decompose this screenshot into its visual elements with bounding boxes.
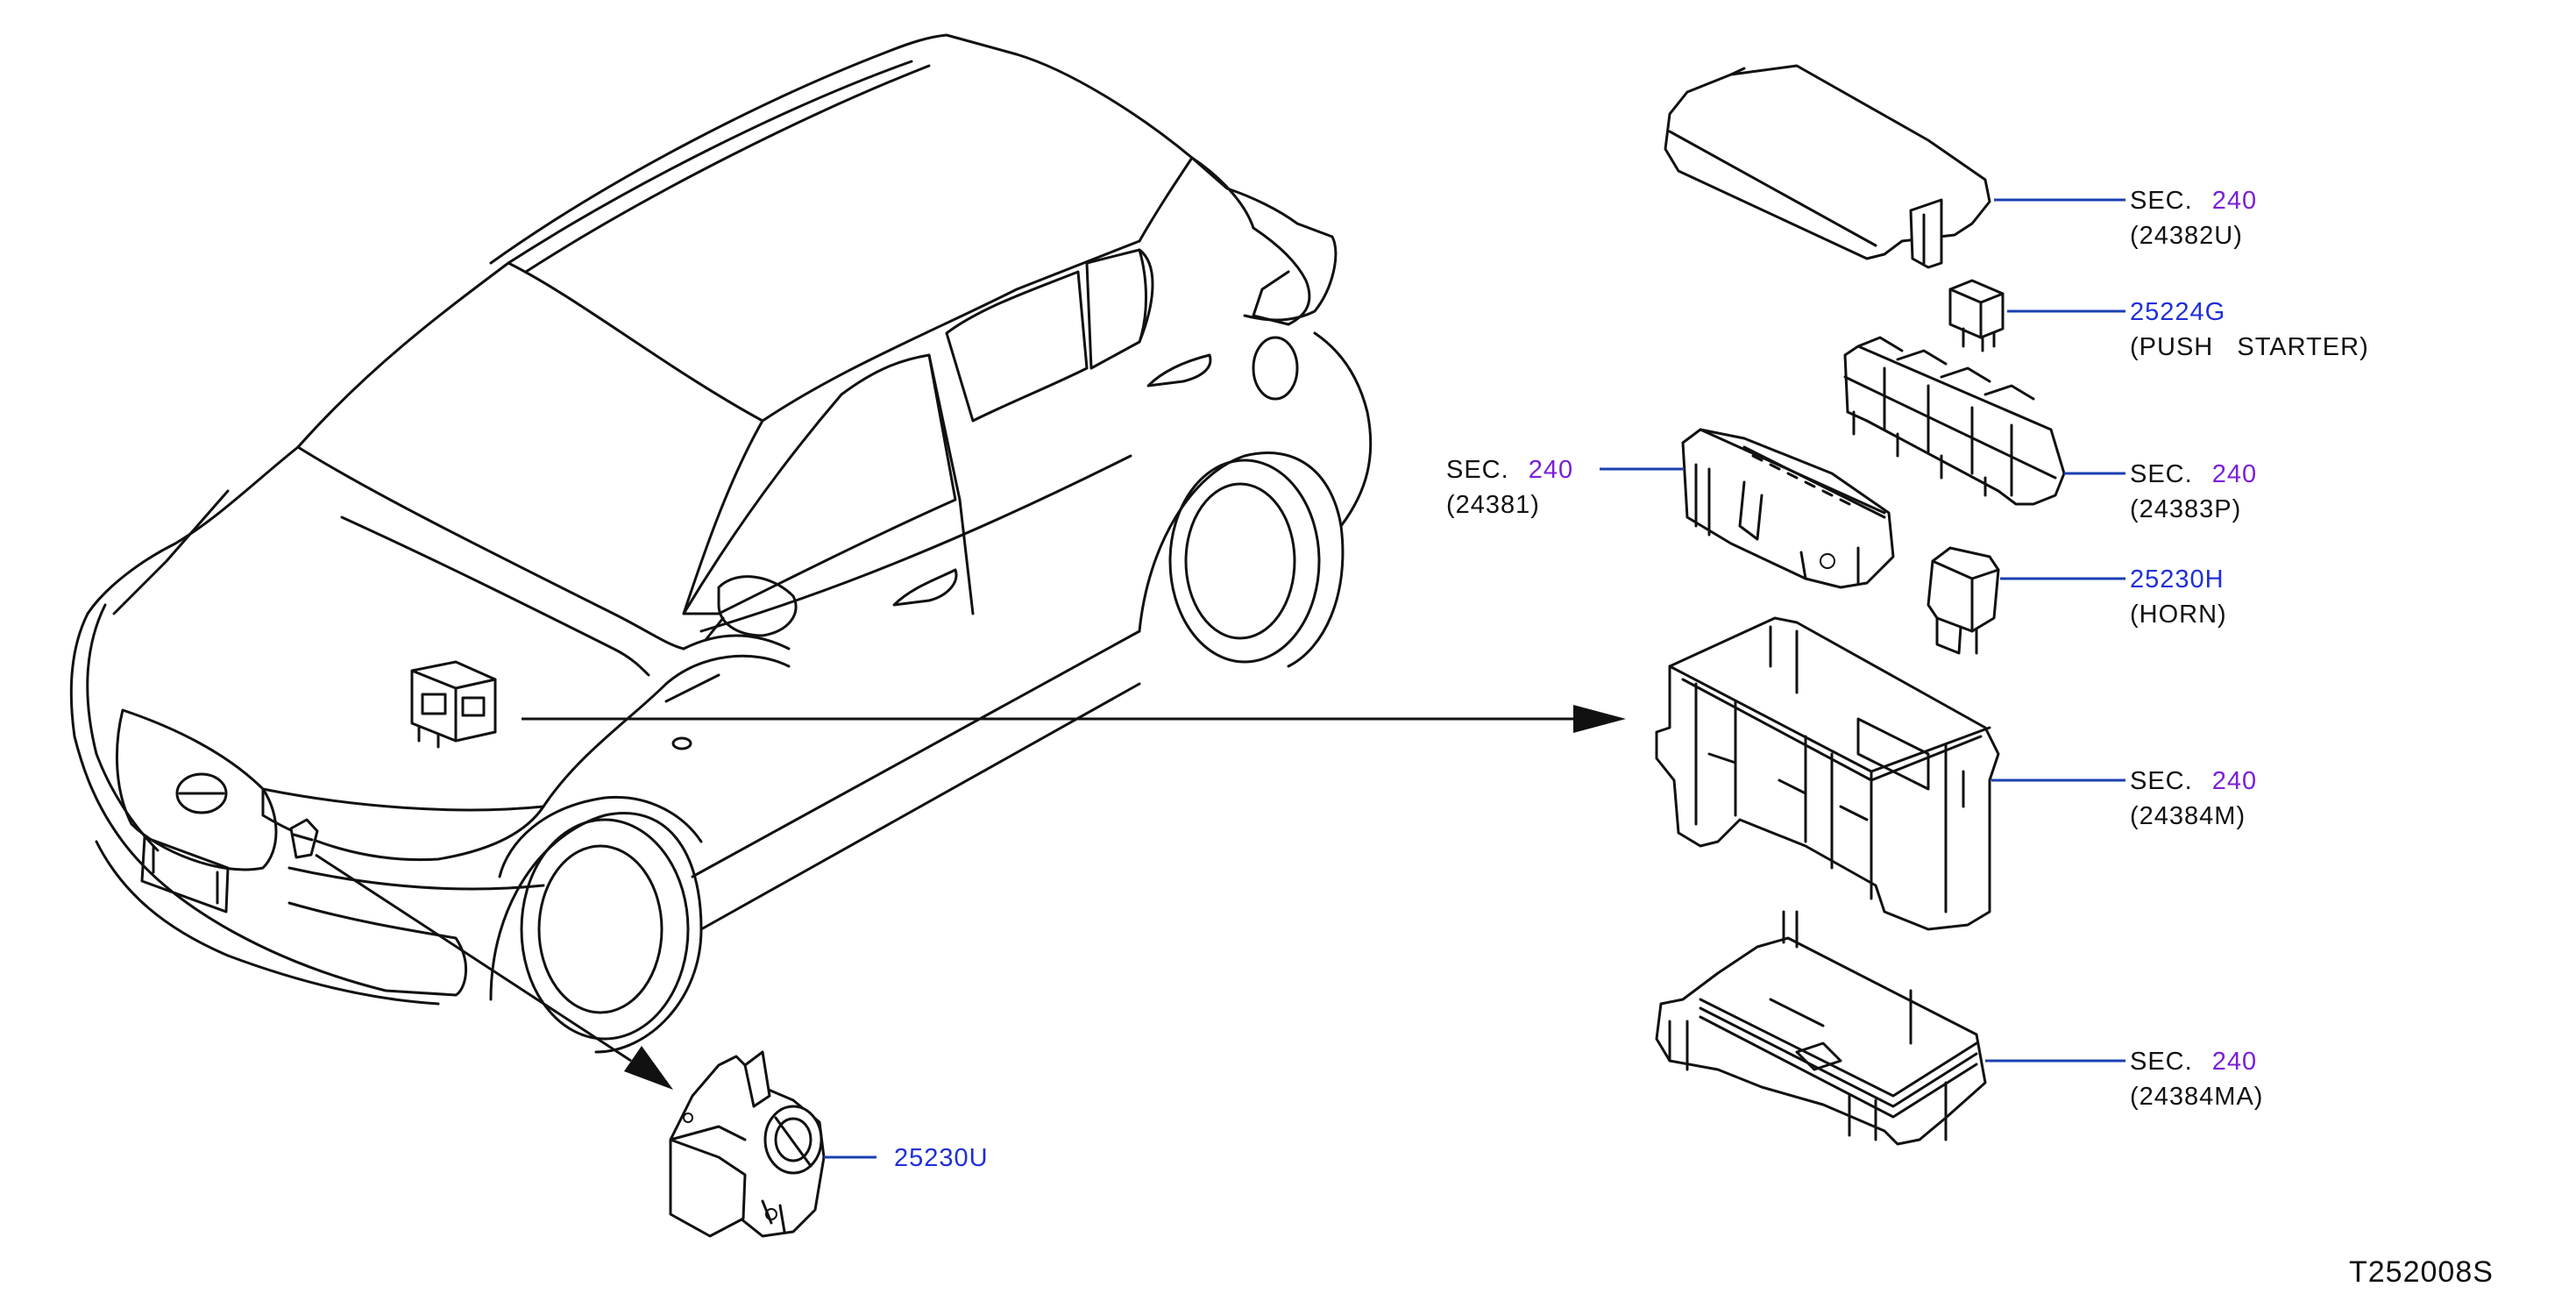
horn-relay-illustration — [1927, 546, 2000, 655]
sec-link[interactable]: 240 — [2212, 187, 2257, 215]
box-lower-illustration — [1655, 910, 1987, 1146]
part-desc: (PUSH STARTER) — [2130, 333, 2369, 361]
callout-cover[interactable]: SEC. 240 (24382U) — [2130, 187, 2257, 250]
sec-prefix: SEC. — [1446, 456, 1509, 484]
relay-on-vehicle — [289, 818, 319, 859]
sec-prefix: SEC. — [2130, 460, 2193, 488]
box-upper-illustration — [1655, 616, 2000, 931]
sec-link[interactable]: 240 — [2212, 1048, 2257, 1076]
sec-prefix: SEC. — [2130, 767, 2193, 795]
part-link[interactable]: 25230H — [2130, 565, 2225, 594]
sec-link[interactable]: 240 — [2212, 767, 2257, 795]
callout-box-lower[interactable]: SEC. 240 (24384MA) — [2130, 1048, 2263, 1111]
part-number: (24384M) — [2130, 802, 2246, 830]
vehicle-illustration — [69, 33, 1373, 1054]
callout-box-upper[interactable]: SEC. 240 (24384M) — [2130, 767, 2257, 830]
part-link[interactable]: 25230U — [894, 1144, 989, 1172]
ipdm-module-on-vehicle — [410, 660, 497, 749]
sec-prefix: SEC. — [2130, 187, 2193, 215]
leader-arrow-to-bracket — [315, 853, 673, 1090]
part-desc: (HORN) — [2130, 601, 2227, 629]
cover-illustration — [1664, 64, 1991, 269]
callout-relay-bracket[interactable]: 25230U — [894, 1144, 989, 1172]
callout-relay-block[interactable]: SEC. 240 (24383P) — [2130, 460, 2257, 523]
leader-lines — [824, 198, 2125, 1159]
part-link[interactable]: 25224G — [2130, 298, 2225, 326]
part-number: (24383P) — [2130, 495, 2241, 523]
svg-text:SEC.240: SEC. 240 — [2130, 187, 2257, 215]
callout-push-starter-relay[interactable]: 25224G (PUSH STARTER) — [2130, 298, 2369, 361]
callout-fuse-block[interactable]: SEC. 240 (24381) — [1446, 456, 1573, 519]
part-number: (24384MA) — [2130, 1083, 2263, 1111]
sec-prefix: SEC. — [2130, 1048, 2193, 1076]
relay-bracket-illustration — [669, 1050, 826, 1238]
callout-horn-relay[interactable]: 25230H (HORN) — [2130, 565, 2227, 629]
diagram-code: T252008S — [2349, 1255, 2494, 1289]
sec-link[interactable]: 240 — [2212, 460, 2257, 488]
svg-text:SEC.240: SEC. 240 — [2130, 460, 2257, 488]
fuse-block-illustration — [1681, 428, 1895, 589]
sec-link[interactable]: 240 — [1529, 456, 1573, 484]
svg-text:SEC.240: SEC. 240 — [1446, 456, 1573, 484]
push-starter-relay-illustration — [1948, 279, 2005, 352]
part-number: (24381) — [1446, 491, 1540, 519]
svg-text:SEC.240: SEC. 240 — [2130, 767, 2257, 795]
part-number: (24382U) — [2130, 222, 2243, 250]
relay-block-illustration — [1843, 336, 2066, 506]
svg-text:SEC.240: SEC. 240 — [2130, 1048, 2257, 1076]
leader-arrow-to-box — [522, 705, 1626, 733]
